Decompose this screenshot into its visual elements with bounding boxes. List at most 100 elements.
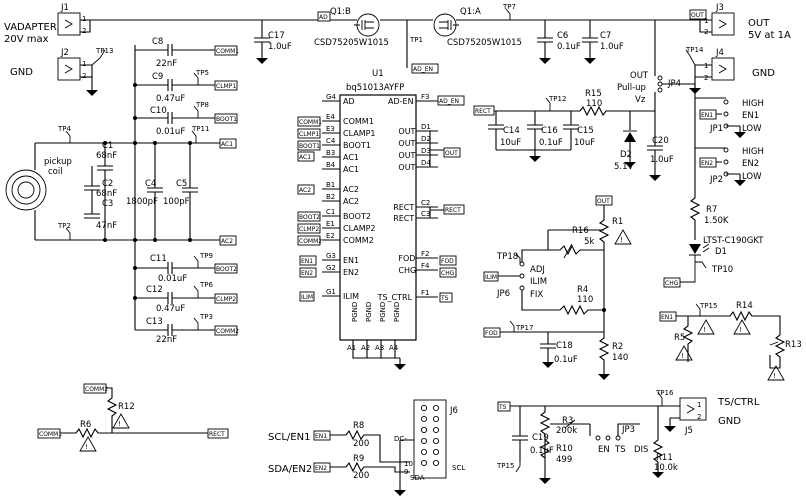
vadapter-note: 20V max xyxy=(4,34,49,45)
svg-text:R15: R15 xyxy=(585,89,602,99)
svg-text:CSD75205W1015: CSD75205W1015 xyxy=(314,38,389,48)
net-tag-rect-b: RECT xyxy=(443,204,465,215)
ic-pin-number: F3 xyxy=(421,93,429,101)
net-tag-clmp1-a: CLMP1 xyxy=(214,80,238,91)
svg-text:CHG: CHG xyxy=(441,270,455,277)
net-tag-clmp2-a: CLMP2 xyxy=(214,293,238,304)
svg-text:499: 499 xyxy=(556,455,572,465)
svg-text:140: 140 xyxy=(612,353,628,363)
svg-text:!: ! xyxy=(739,326,742,334)
net-tag-comm1-c: COMM1 xyxy=(37,428,62,439)
svg-text:COMM1: COMM1 xyxy=(216,48,239,55)
j6-pin xyxy=(420,459,428,467)
ic-pin-name: RECT xyxy=(393,203,414,212)
svg-text:RECT: RECT xyxy=(445,207,461,214)
tp13-label: TP13 xyxy=(95,47,113,55)
svg-text:FOD: FOD xyxy=(485,330,498,337)
svg-text:C6: C6 xyxy=(557,31,568,41)
ic-pin-name: EN2 xyxy=(343,268,359,277)
svg-text:TP11: TP11 xyxy=(191,125,209,133)
net-tag-en1-d: EN1 xyxy=(659,311,677,322)
svg-text:TP9: TP9 xyxy=(199,252,213,260)
net-tag-ts-b: TS xyxy=(439,292,453,303)
net-tag-ac1-b: AC1 xyxy=(297,151,315,162)
svg-text:TS: TS xyxy=(440,295,449,302)
svg-text:OUT: OUT xyxy=(691,12,704,19)
svg-text:1800pF: 1800pF xyxy=(126,197,158,207)
svg-text:CHG: CHG xyxy=(665,280,679,287)
svg-text:RECT: RECT xyxy=(475,108,491,115)
net-tag-out-b: OUT xyxy=(443,147,461,158)
c17-ref: C17 xyxy=(268,31,285,41)
svg-text:1: 1 xyxy=(704,62,708,70)
net-tag-en2-c: EN2 xyxy=(699,157,717,168)
sda-en2-label: SDA/EN2 xyxy=(268,464,312,475)
ic-pin-number: F2 xyxy=(421,250,429,258)
svg-text:TP4: TP4 xyxy=(57,125,71,133)
gnd-label-j5: GND xyxy=(718,416,741,427)
svg-text:C9: C9 xyxy=(152,72,163,82)
ic-pin-number: F4 xyxy=(421,262,430,270)
tp7-label: TP7 xyxy=(502,3,516,11)
svg-text:SCL: SCL xyxy=(452,464,465,472)
ic-pin-number: G1 xyxy=(326,288,336,296)
svg-text:EN2: EN2 xyxy=(701,160,713,167)
ic-pin-number: C4 xyxy=(326,137,336,145)
ts-ctrl-label: TS/CTRL xyxy=(717,397,760,408)
svg-text:TS: TS xyxy=(614,445,626,455)
svg-text:OUT: OUT xyxy=(630,71,649,81)
svg-text:ILIM: ILIM xyxy=(485,274,497,281)
vadapter-label: VADAPTER xyxy=(4,22,57,33)
svg-text:!: ! xyxy=(620,236,623,244)
svg-text:110: 110 xyxy=(586,99,602,109)
svg-text:TP2: TP2 xyxy=(57,222,71,230)
svg-text:AC1: AC1 xyxy=(299,154,311,161)
svg-text:0.1uF: 0.1uF xyxy=(557,42,581,52)
svg-text:HIGH: HIGH xyxy=(742,147,764,157)
svg-text:COMM2: COMM2 xyxy=(85,386,108,393)
ic-pin-number: B2 xyxy=(326,193,335,201)
svg-text:BOOT2: BOOT2 xyxy=(216,266,237,273)
svg-text:COMM2: COMM2 xyxy=(216,328,239,335)
j6-pin xyxy=(432,404,440,412)
svg-text:EN2: EN2 xyxy=(315,465,327,472)
svg-text:200: 200 xyxy=(353,471,369,481)
svg-text:ILIM: ILIM xyxy=(301,294,313,301)
out-label: OUT xyxy=(748,18,770,29)
svg-text:Q1:A: Q1:A xyxy=(460,7,481,17)
tp14-label: TP14 xyxy=(685,46,704,54)
svg-text:R4: R4 xyxy=(577,285,588,295)
svg-text:R13: R13 xyxy=(785,340,802,350)
net-tag-rect-c: RECT xyxy=(473,105,495,116)
svg-text:BOOT1: BOOT1 xyxy=(216,116,237,123)
svg-text:2: 2 xyxy=(704,74,708,82)
svg-text:22nF: 22nF xyxy=(156,335,177,345)
j4-connector: J4 1 2 xyxy=(704,48,735,82)
net-tag-ad-en: AD_EN xyxy=(411,63,439,74)
c17-val: 1.0uF xyxy=(268,42,292,52)
svg-text:C18: C18 xyxy=(556,341,573,351)
net-tag-comm2-a: COMM2 xyxy=(214,325,239,336)
net-tag-en1-e: EN1 xyxy=(313,430,331,441)
svg-text:C5: C5 xyxy=(176,179,187,189)
svg-text:CSD75205W1015: CSD75205W1015 xyxy=(447,38,522,48)
svg-text:J4: J4 xyxy=(715,48,724,58)
ic-bottom-pin-number: A4 xyxy=(389,344,399,352)
svg-text:AD_EN: AD_EN xyxy=(439,98,459,105)
svg-text:C20: C20 xyxy=(652,136,669,146)
net-tag-boot2-b: BOOT2 xyxy=(297,211,321,222)
net-tag-boot1-b: BOOT1 xyxy=(297,140,321,151)
svg-text:C4: C4 xyxy=(145,179,156,189)
net-tag-chg-c: CHG xyxy=(663,277,681,288)
ic-pin-number: E4 xyxy=(326,113,335,121)
ic-pin-number: G2 xyxy=(326,264,336,272)
svg-text:EN1: EN1 xyxy=(701,112,713,119)
svg-text:100pF: 100pF xyxy=(163,197,190,207)
u1-ref: U1 xyxy=(372,69,384,79)
j1-pin2: 2 xyxy=(82,27,86,35)
svg-text:JP3: JP3 xyxy=(621,425,635,435)
svg-text:Pull-up: Pull-up xyxy=(617,83,646,93)
u1-part: bq51013AYFP xyxy=(346,83,404,93)
svg-text:R6: R6 xyxy=(80,420,91,430)
